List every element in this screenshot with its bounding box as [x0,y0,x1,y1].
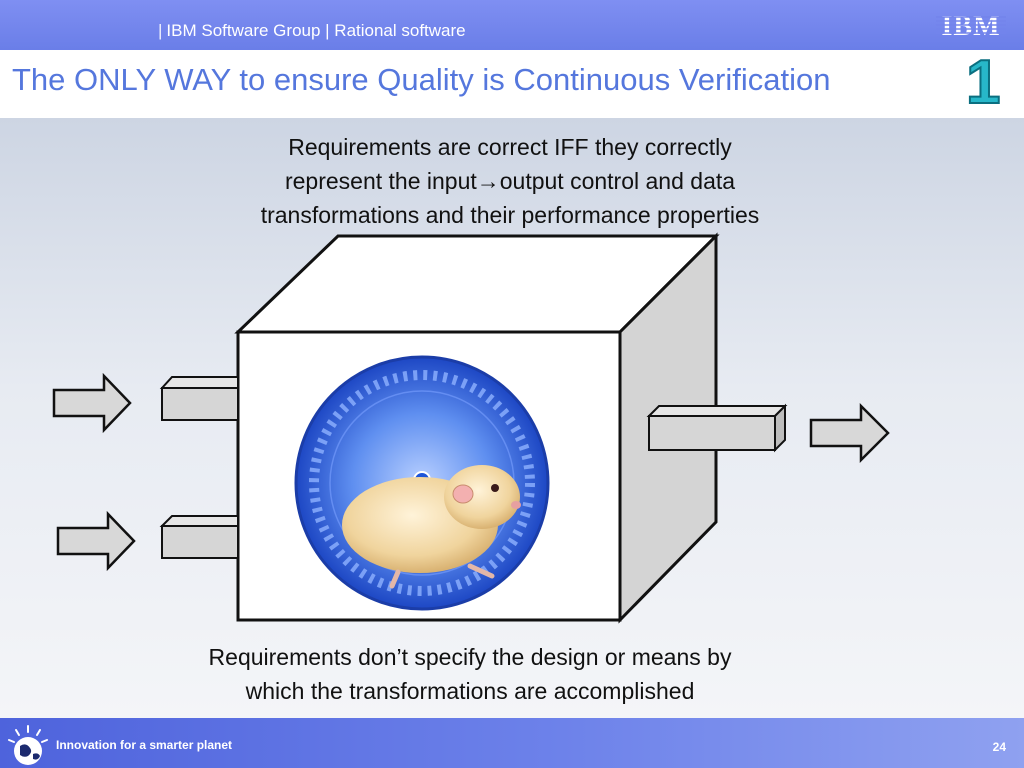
req-top-line-1: Requirements are correct IFF they correc… [288,134,732,160]
slide-title: The ONLY WAY to ensure Quality is Contin… [12,62,831,97]
globe-icon [8,725,48,765]
req-bottom-line-1: Requirements don’t specify the design or… [208,644,732,670]
header-bar [0,0,1024,50]
input-port-1 [159,376,239,421]
input-port-2 [159,515,239,559]
input-arrow [56,510,136,572]
header-group-label: |IBM Software Group | Rational software [158,21,466,40]
step-number: 1 [965,48,1002,117]
req-bottom-line-2: which the transformations are accomplish… [245,678,695,704]
req-top-line-3: transformations and their performance pr… [260,202,760,228]
header-separator: | [158,21,163,40]
output-arrow [809,402,890,464]
requirements-statement-bottom: Requirements don’t specify the design or… [120,640,820,708]
footer-tagline: Innovation for a smarter planet [56,738,233,752]
input-arrow [52,372,132,434]
req-top-line-2: represent the input→output control and d… [284,168,736,194]
page-number: 24 [992,740,1006,754]
requirements-statement-top: Requirements are correct IFF they correc… [180,130,840,232]
right-arrow-icon: → [476,168,500,194]
svg-text:IBM: IBM [942,11,1001,41]
output-port [646,403,788,453]
footer-bar: Innovation for a smarter planet 24 [0,718,1024,768]
title-band [0,50,1024,118]
hamster-wheel-image [294,355,550,611]
ibm-logo: IBM [936,11,1006,41]
